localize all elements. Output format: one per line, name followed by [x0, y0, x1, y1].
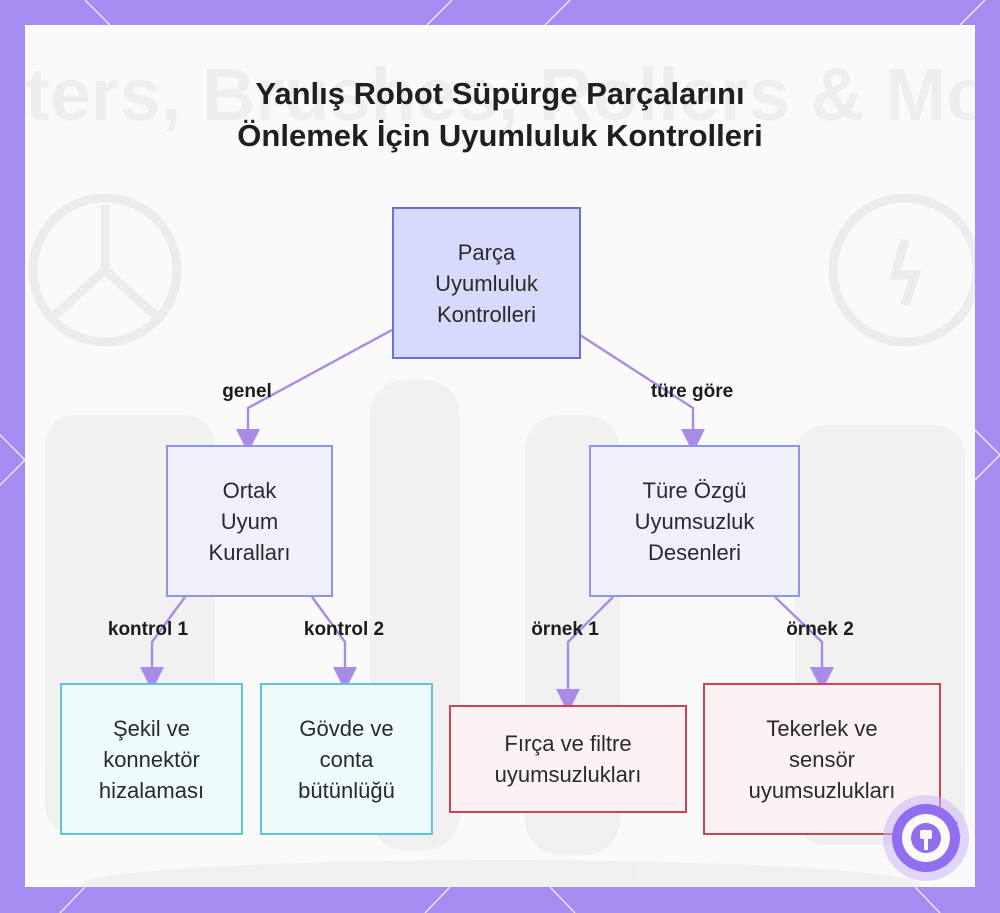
node-specific-line-1: Türe Özgü: [635, 475, 755, 506]
node-firca-ve-filtre-uyumsuzluklari: Fırça ve filtre uyumsuzlukları: [449, 705, 687, 813]
node-govde-ve-conta-butunlugu: Gövde ve conta bütünlüğü: [260, 683, 433, 835]
node-body-line-1: Gövde ve: [298, 713, 395, 744]
node-wheel-line-2: sensör: [749, 744, 896, 775]
node-ture-ozgu-uyumsuzluk-desenleri: Türe Özgü Uyumsuzluk Desenleri: [589, 445, 800, 597]
node-sekil-ve-konnektor-hizalamasi: Şekil ve konnektör hizalaması: [60, 683, 243, 835]
node-ortak-uyum-kurallari: Ortak Uyum Kuralları: [166, 445, 333, 597]
node-general-line-2: Uyum: [209, 506, 291, 537]
node-shape-line-1: Şekil ve: [99, 713, 204, 744]
edge-label-ornek-2: örnek 2: [786, 619, 854, 641]
node-brush-line-2: uyumsuzlukları: [495, 759, 642, 790]
edge-specific-brush: [568, 597, 613, 701]
node-wheel-line-3: uyumsuzlukları: [749, 775, 896, 806]
node-root-line-3: Kontrolleri: [435, 299, 538, 330]
node-root-line-2: Uyumluluk: [435, 268, 538, 299]
node-root-line-1: Parça: [435, 237, 538, 268]
edge-label-ornek-1: örnek 1: [531, 619, 599, 641]
node-wheel-line-1: Tekerlek ve: [749, 713, 896, 744]
node-brush-line-1: Fırça ve filtre: [495, 728, 642, 759]
edge-label-genel: genel: [222, 381, 272, 403]
node-general-line-1: Ortak: [209, 475, 291, 506]
node-specific-line-2: Uyumsuzluk: [635, 506, 755, 537]
edge-label-kontrol-2: kontrol 2: [304, 619, 384, 641]
edge-label-kontrol-1: kontrol 1: [108, 619, 188, 641]
node-body-line-2: conta: [298, 744, 395, 775]
node-specific-line-3: Desenleri: [635, 537, 755, 568]
node-shape-line-3: hizalaması: [99, 775, 204, 806]
edge-label-ture-gore: türe göre: [651, 381, 733, 403]
logo-badge-icon: [880, 792, 972, 884]
diagram-card: Filters, Brushes, Rollers & More Yanlış …: [25, 25, 975, 887]
node-parca-uyumluluk-kontrolleri: Parça Uyumluluk Kontrolleri: [392, 207, 581, 359]
node-shape-line-2: konnektör: [99, 744, 204, 775]
node-body-line-3: bütünlüğü: [298, 775, 395, 806]
node-general-line-3: Kuralları: [209, 537, 291, 568]
